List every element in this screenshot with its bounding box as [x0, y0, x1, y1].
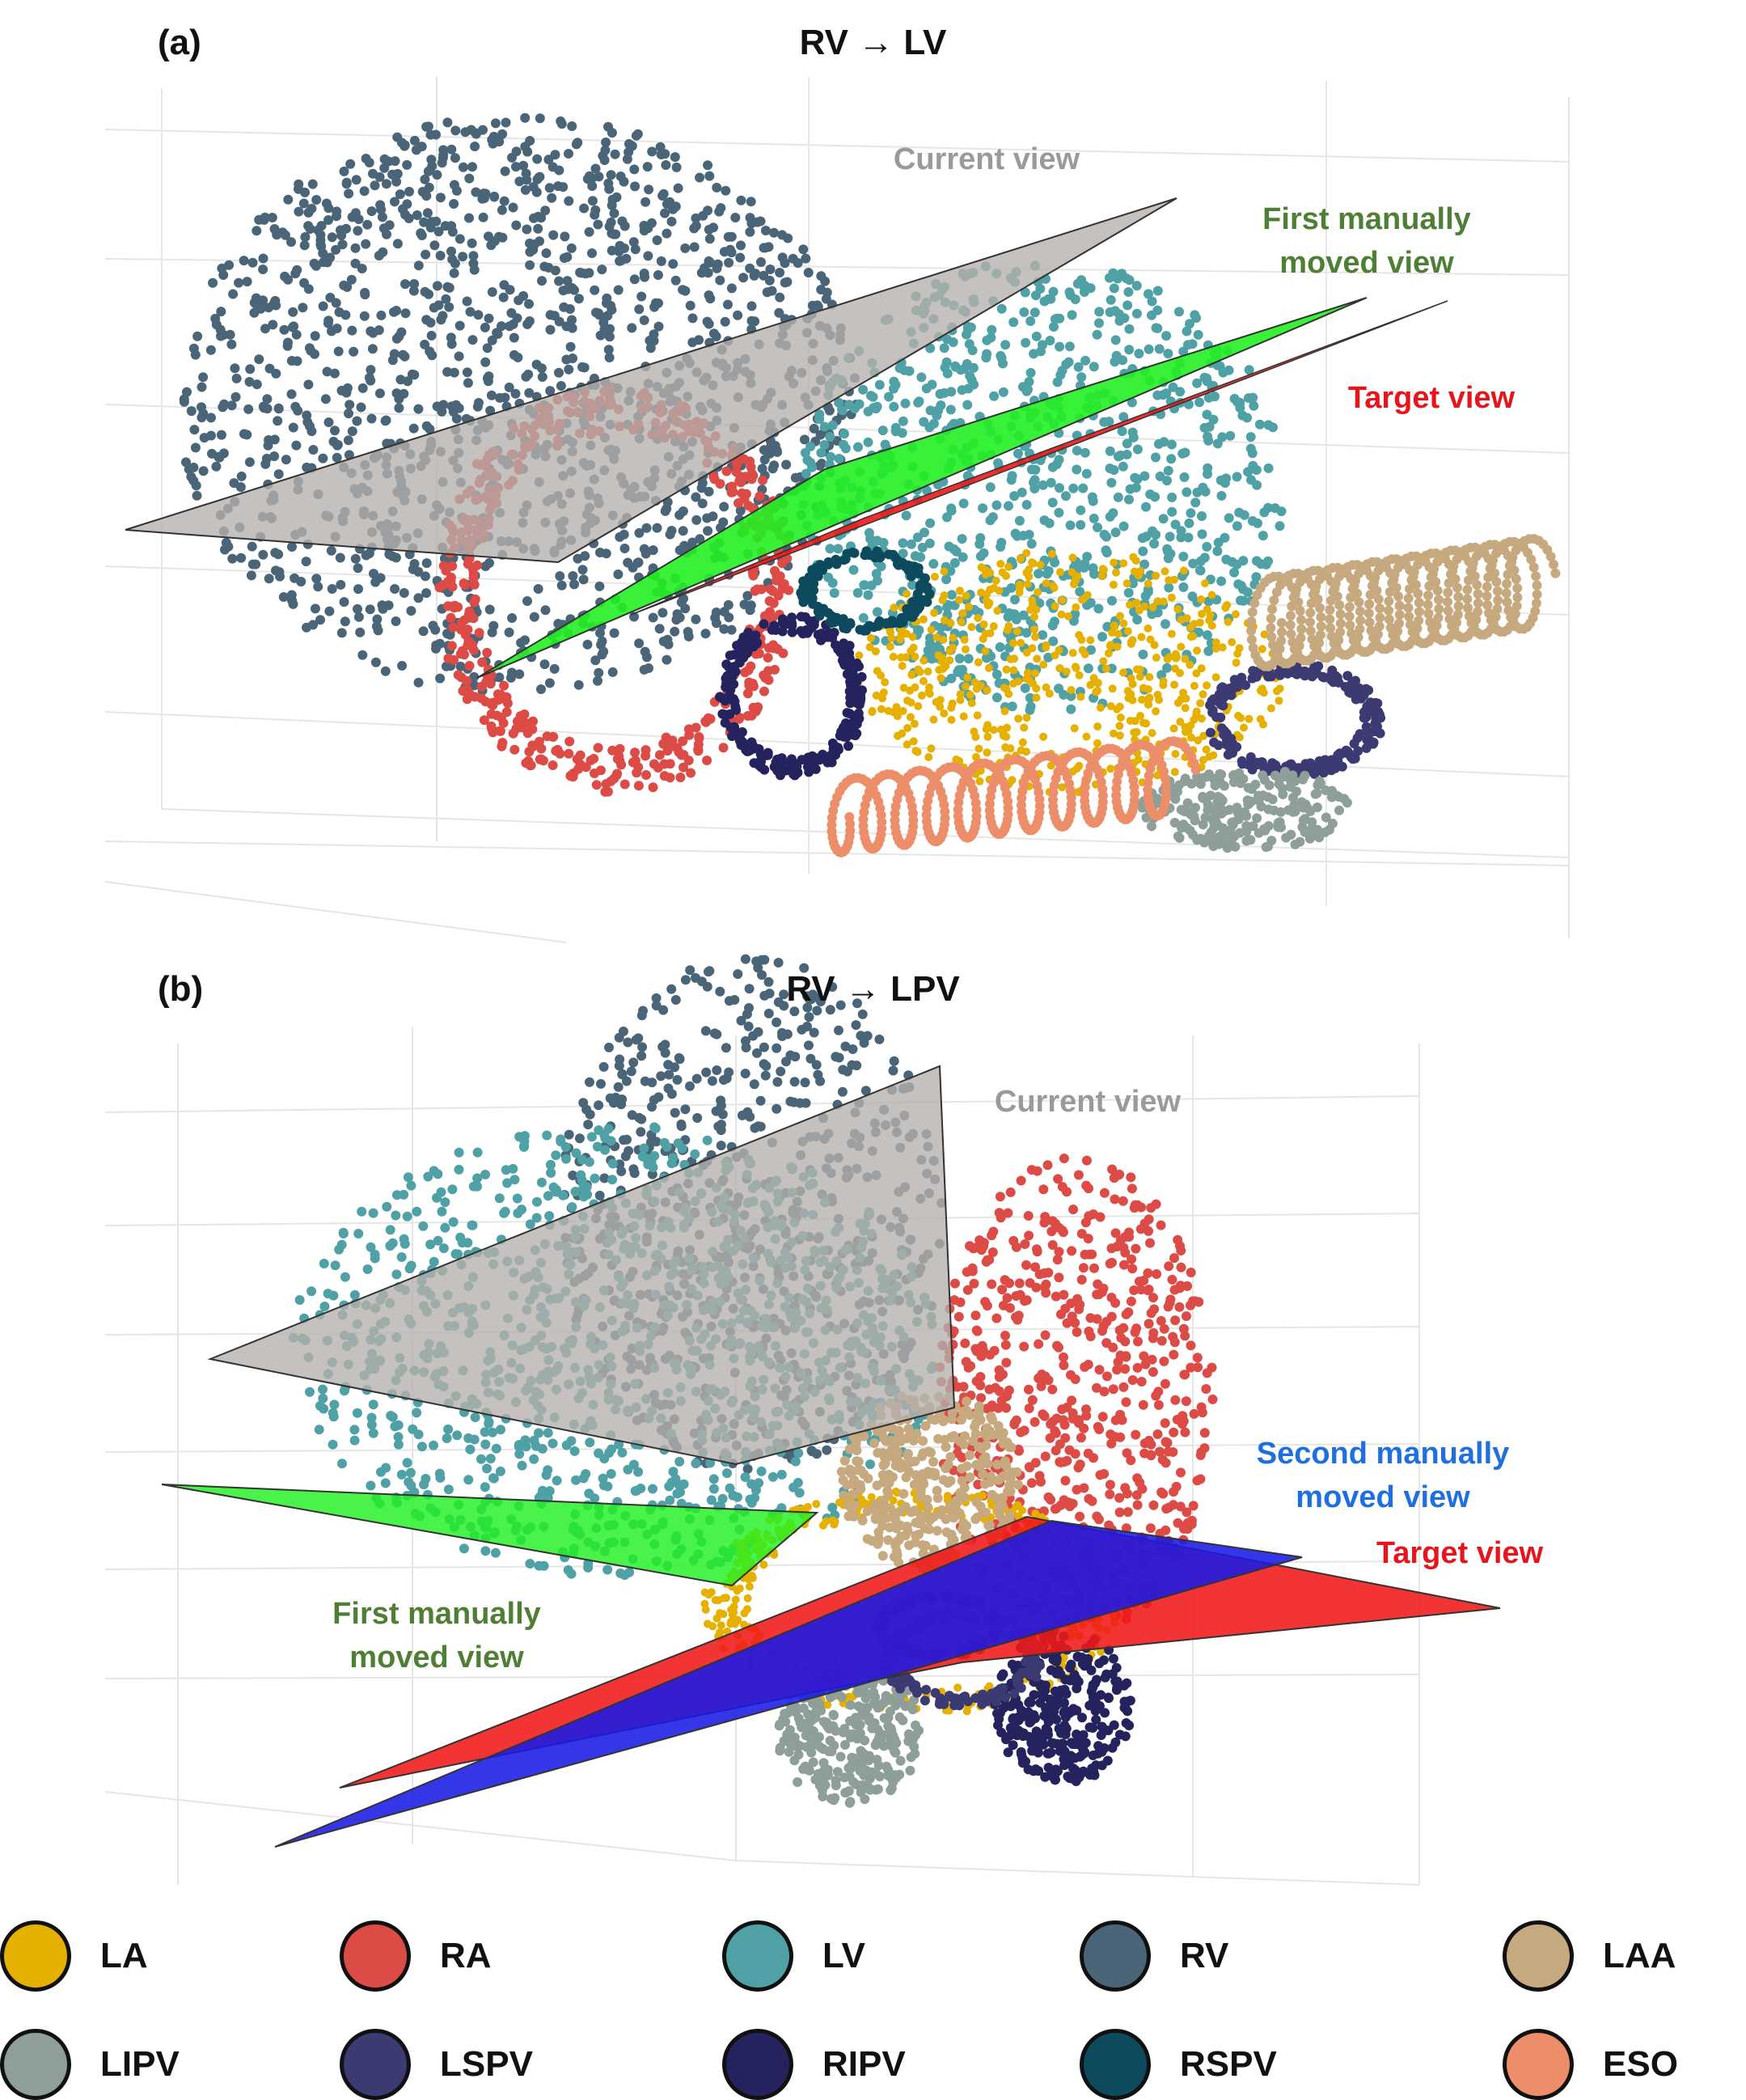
legend: LA RA LV RV LAA LIPV LSPV RIPV RSPV ESO	[0, 1893, 1746, 2098]
legend-label-eso: ESO	[1603, 2044, 1678, 2085]
ripv-swatch-icon	[722, 2029, 793, 2100]
panel-a-lspv-points	[1205, 659, 1385, 781]
legend-item-rv: RV	[1080, 1920, 1228, 1992]
legend-item-eso: ESO	[1503, 2029, 1678, 2100]
legend-label-ripv: RIPV	[822, 2044, 906, 2085]
lspv-swatch-icon	[340, 2029, 411, 2100]
legend-item-laa: LAA	[1503, 1920, 1676, 1992]
panel-a-current-view-label: Current view	[857, 138, 1116, 181]
laa-swatch-icon	[1503, 1920, 1574, 1992]
rspv-swatch-icon	[1080, 2029, 1151, 2100]
legend-item-la: LA	[0, 1920, 148, 1992]
legend-label-ra: RA	[440, 1936, 492, 1976]
panel-a-title: RV → LV	[0, 23, 1746, 63]
panel-b-second-manual-plane	[275, 1521, 1302, 1847]
ra-swatch-icon	[340, 1920, 411, 1992]
panel-b-second-manual-label: Second manually moved view	[1213, 1432, 1553, 1519]
legend-item-lspv: LSPV	[340, 2029, 533, 2100]
panel-b-title: RV → LPV	[0, 969, 1746, 1010]
panel-a-laa-points	[1246, 534, 1560, 671]
legend-item-ripv: RIPV	[722, 2029, 906, 2100]
legend-label-rspv: RSPV	[1180, 2044, 1277, 2085]
panel-b: (b) RV → LPV Current view Second manuall…	[0, 946, 1746, 1893]
panel-b-3d-scene	[0, 946, 1746, 1893]
legend-label-lv: LV	[822, 1936, 865, 1976]
legend-label-laa: LAA	[1603, 1936, 1676, 1976]
panel-a: (a) RV → LV Current view First manually …	[0, 0, 1746, 946]
legend-item-lipv: LIPV	[0, 2029, 180, 2100]
panel-b-first-manual-label: First manually moved view	[267, 1592, 607, 1679]
lipv-swatch-icon	[0, 2029, 71, 2100]
lv-swatch-icon	[722, 1920, 793, 1992]
eso-swatch-icon	[1503, 2029, 1574, 2100]
panel-a-first-manual-label: First manually moved view	[1197, 197, 1537, 285]
legend-label-lspv: LSPV	[440, 2044, 533, 2085]
legend-item-lv: LV	[722, 1920, 865, 1992]
legend-item-rspv: RSPV	[1080, 2029, 1277, 2100]
legend-label-rv: RV	[1180, 1936, 1228, 1976]
la-swatch-icon	[0, 1920, 71, 1992]
rv-swatch-icon	[1080, 1920, 1151, 1992]
legend-label-lipv: LIPV	[100, 2044, 180, 2085]
panel-a-ripv-points	[715, 612, 867, 780]
panel-a-target-view-label: Target view	[1310, 376, 1553, 420]
panel-b-target-view-label: Target view	[1338, 1531, 1581, 1575]
panel-b-current-view-label: Current view	[954, 1080, 1221, 1124]
legend-label-la: LA	[100, 1936, 148, 1976]
legend-item-ra: RA	[340, 1920, 492, 1992]
